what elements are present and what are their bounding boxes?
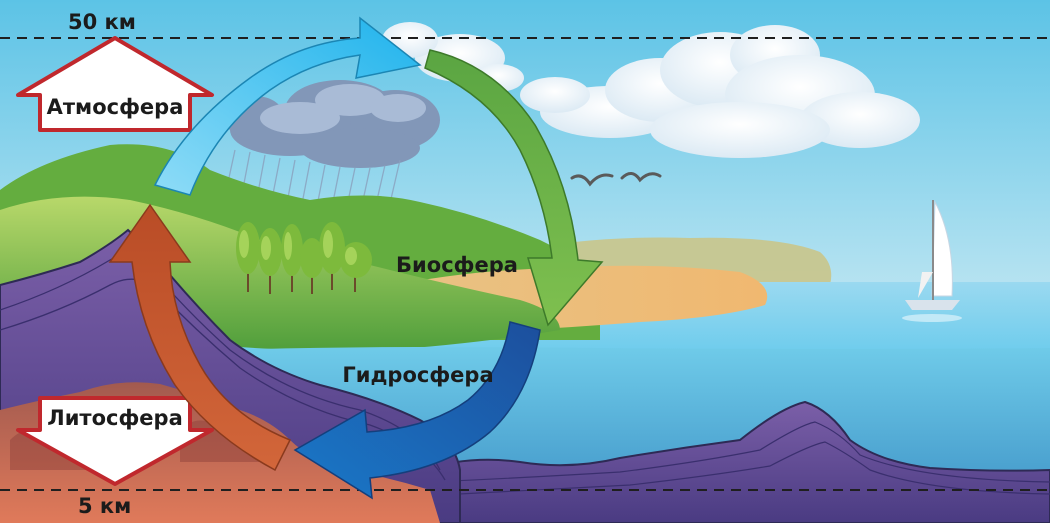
atmosphere-label: Атмосфера <box>47 95 184 119</box>
bottom-boundary-label: 5 км <box>78 494 131 518</box>
altitude-lines <box>0 37 1050 491</box>
cycle-arrow-orange <box>108 203 292 472</box>
top-boundary-label: 50 км <box>68 10 136 34</box>
seafloor-rock <box>419 400 1050 523</box>
mountain-strata <box>0 253 446 481</box>
hydrosphere-label: Гидросфера <box>342 363 493 387</box>
trees <box>236 222 372 294</box>
sailboat <box>902 200 962 322</box>
biosphere-label: Биосфера <box>396 253 518 277</box>
cycle-arrow-dark-blue <box>293 321 541 500</box>
lithosphere-label: Литосфера <box>47 406 183 430</box>
birds <box>570 172 662 187</box>
rain-cloud <box>221 80 440 233</box>
cycle-arrow-green <box>424 49 604 327</box>
seafloor-strata <box>429 421 1050 496</box>
cycle-arrow-light-blue <box>153 16 422 196</box>
atmosphere-up-arrow <box>16 36 214 132</box>
